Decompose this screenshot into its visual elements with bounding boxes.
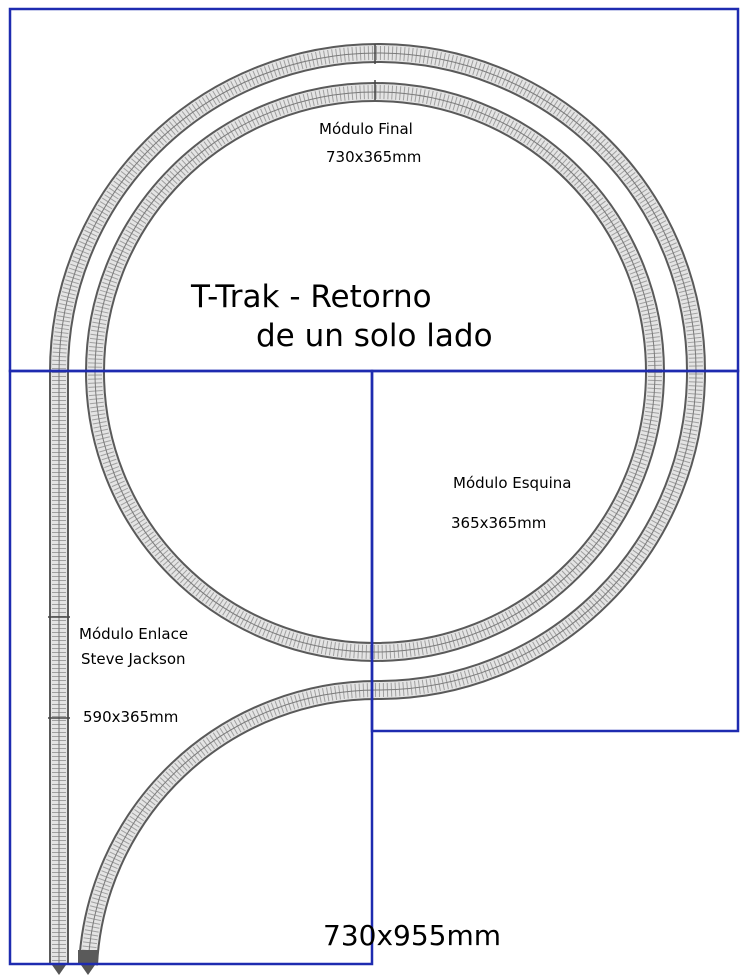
- rail-joints: [48, 44, 376, 719]
- modulo-final-name: Módulo Final: [319, 120, 413, 138]
- diagram-title-line1: T-Trak - Retorno: [190, 279, 432, 315]
- modulo-esquina-name: Módulo Esquina: [453, 474, 571, 492]
- modulo-esquina-size: 365x365mm: [451, 514, 546, 532]
- outer-track: [49, 42, 707, 966]
- modulo-enlace-size: 590x365mm: [83, 708, 178, 726]
- label-layer: Módulo Final 730x365mm T-Trak - Retorno …: [79, 120, 571, 952]
- modulo-enlace-name: Módulo Enlace: [79, 625, 188, 643]
- modulo-final-size: 730x365mm: [326, 148, 421, 166]
- module-borders: [8, 7, 740, 966]
- modulo-enlace-border: [8, 369, 374, 966]
- track-end-arrows: [52, 965, 95, 975]
- diagram-title-line2: de un solo lado: [256, 318, 493, 354]
- overall-size-label: 730x955mm: [323, 919, 501, 952]
- modulo-enlace-name2: Steve Jackson: [81, 650, 186, 668]
